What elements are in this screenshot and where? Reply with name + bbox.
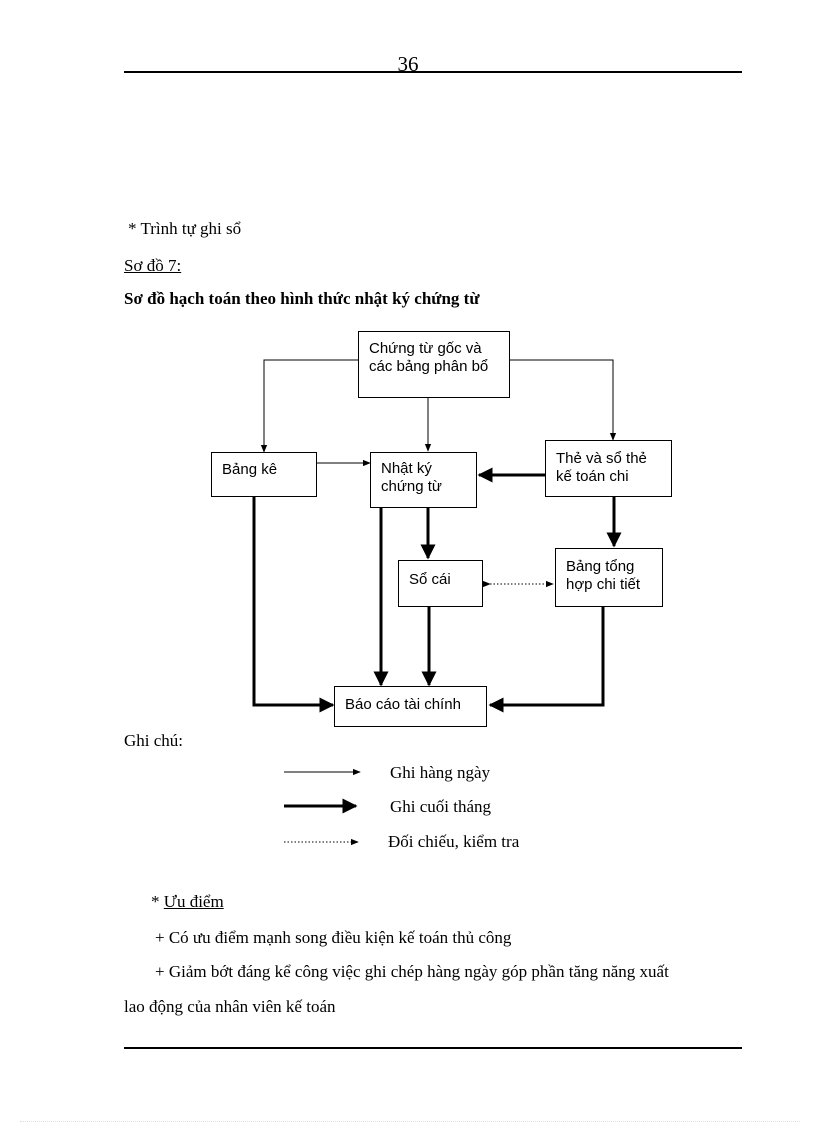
box-bang-ke: Bảng kê	[211, 452, 317, 497]
box-text: Báo cáo tài chính	[345, 696, 461, 713]
box-the-va-so-the: Thẻ và sổ thẻ kế toán chi	[545, 440, 672, 497]
legend-label-monthly: Ghi cuối tháng	[390, 797, 492, 816]
page-edge	[20, 1121, 800, 1122]
arrow-goc-to-theso	[509, 359, 617, 441]
flow-diagram	[252, 359, 622, 713]
box-text: kế toán chi	[556, 468, 629, 485]
paragraph-2-line-1: + Giảm bớt đáng kể công việc ghi chép hà…	[155, 962, 669, 981]
order-heading: * Trình tự ghi sổ	[128, 219, 242, 238]
arrow-tonghop-to-baocao	[488, 607, 605, 713]
header-rule	[124, 71, 742, 73]
diagram-title: Sơ đồ hạch toán theo hình thức nhật ký c…	[124, 289, 480, 308]
legend-title: Ghi chú:	[124, 731, 184, 750]
box-bao-cao-tai-chinh: Báo cáo tài chính	[334, 686, 487, 727]
box-text: Bảng kê	[222, 461, 278, 478]
paragraph-1: + Có ưu điểm mạnh song điều kiện kế toán…	[155, 928, 512, 947]
box-text: các bảng phân bổ	[369, 358, 489, 375]
box-nhat-ky-chung-tu: Nhật ký chứng từ	[370, 452, 477, 508]
box-text: Sổ cái	[409, 571, 451, 588]
diagram-number: Sơ đồ 7:	[124, 256, 182, 275]
advantages-prefix: *	[151, 892, 164, 911]
box-chung-tu-goc: Chứng từ gốc và các bảng phân bổ	[358, 331, 510, 398]
legend-label-check: Đối chiếu, kiểm tra	[388, 832, 520, 851]
box-text: Bảng tổng	[566, 558, 635, 575]
legend-label-daily: Ghi hàng ngày	[390, 763, 491, 782]
arrow-bangke-to-baocao	[252, 497, 335, 713]
box-so-cai: Sổ cái	[398, 560, 483, 607]
page-number: 36	[397, 52, 419, 76]
box-text: Chứng từ gốc và	[369, 340, 482, 357]
box-text: hợp chi tiết	[566, 576, 641, 593]
legend-lines	[284, 768, 361, 846]
advantages-heading: * Ưu điểm	[151, 892, 224, 912]
paragraph-2-line-2: lao động của nhân viên kế toán	[124, 997, 336, 1016]
arrow-goc-to-bangke	[260, 359, 358, 453]
box-text: chứng từ	[381, 478, 442, 495]
box-text: Thẻ và sổ thẻ	[556, 450, 647, 467]
box-bang-tong-hop: Bảng tổng hợp chi tiết	[555, 548, 663, 607]
advantages-title: Ưu điểm	[163, 892, 224, 911]
footer-rule	[124, 1047, 742, 1049]
box-text: Nhật ký	[381, 460, 432, 477]
